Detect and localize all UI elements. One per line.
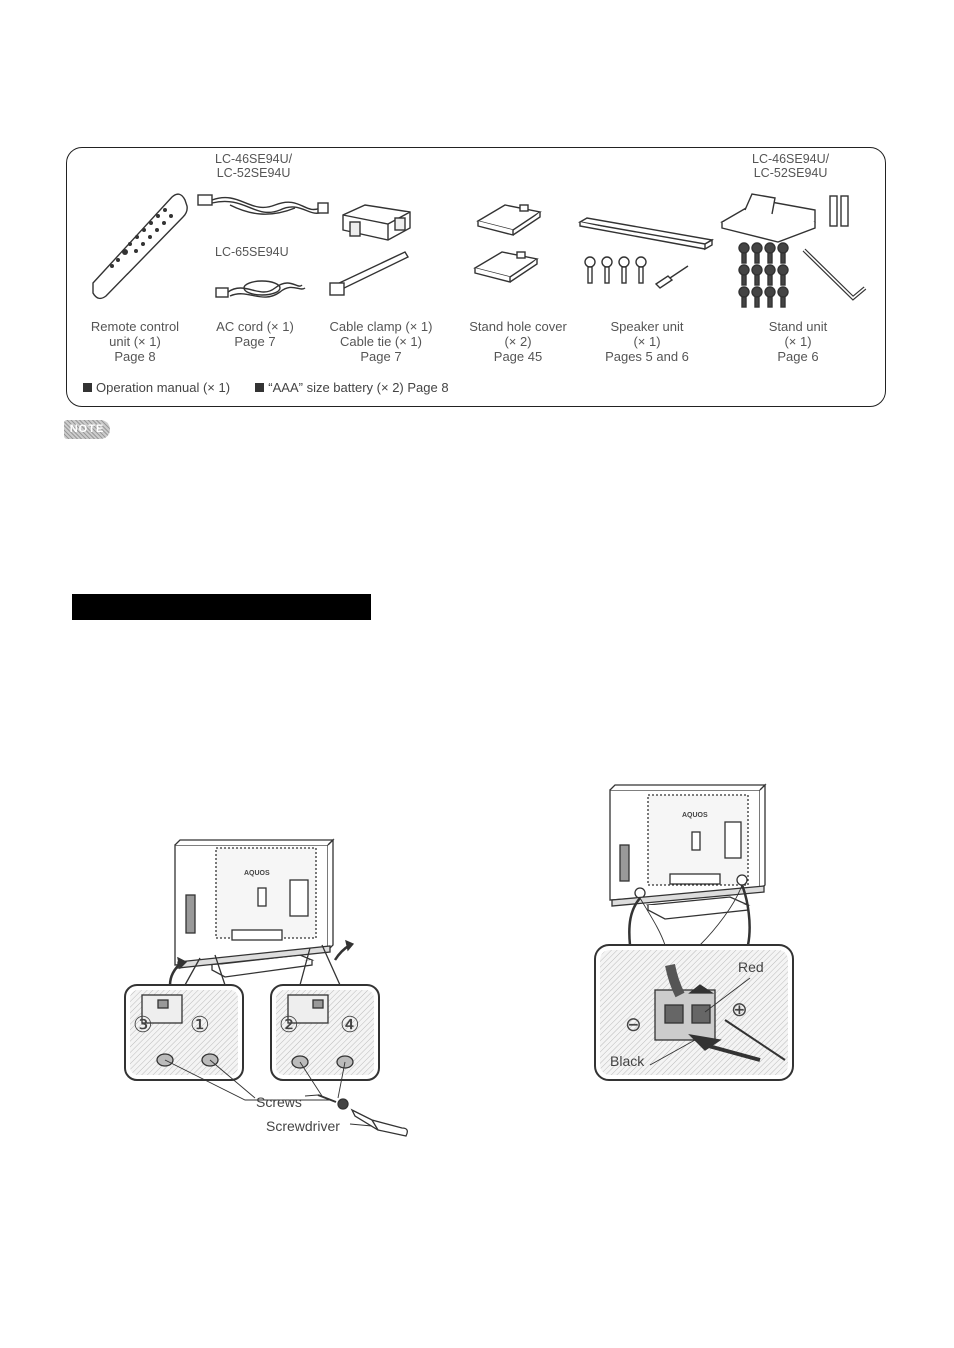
accessory-label-cable-clamp: Cable clamp (× 1) Cable tie (× 1) Page 7 [329, 319, 433, 364]
accessory-label-stand-unit: Stand unit (× 1) Page 6 [768, 319, 828, 364]
ac-cord-icon [215, 280, 306, 298]
section-heading-bar [72, 594, 371, 620]
screwdriver-label: Screwdriver [266, 1118, 340, 1134]
cable-clamp-icon [342, 204, 411, 241]
step-number-2: ② [279, 1012, 299, 1037]
ac-cord-icon [197, 194, 329, 215]
cable-tie-icon [329, 251, 409, 296]
minus-terminal-icon: ⊖ [625, 1014, 642, 1036]
step-number-1: ① [190, 1012, 210, 1037]
model-label-right: LC-46SE94U/ LC-52SE94U [752, 152, 830, 180]
brand-logo-left: AQUOS [244, 870, 270, 877]
accessory-label-speaker-unit: Speaker unit (× 1) Pages 5 and 6 [605, 319, 689, 364]
stand-unit-icon [720, 193, 849, 243]
note-badge: NOTE [64, 420, 110, 439]
accessory-label-ac-cord: AC cord (× 1) Page 7 [216, 319, 294, 349]
step-number-4: ④ [340, 1012, 360, 1037]
remote-control-icon [92, 193, 188, 300]
model-label-left: LC-46SE94U/ LC-52SE94U [215, 152, 293, 180]
bullet-square-icon [83, 383, 92, 392]
plus-terminal-icon: ⊕ [731, 999, 748, 1021]
bullet-square-icon [255, 383, 265, 392]
step-number-3: ③ [133, 1012, 153, 1037]
accessories-box [66, 147, 886, 407]
screws-icon [738, 242, 789, 308]
stand-hole-cover-icon [473, 251, 539, 283]
accessory-label-stand-hole-cover: Stand hole cover (× 2) Page 45 [469, 319, 567, 364]
black-label: Black [610, 1053, 645, 1069]
accessory-label-remote: Remote control unit (× 1) Page 8 [90, 319, 180, 364]
stand-hole-cover-icon [476, 204, 542, 236]
model-label-65: LC-65SE94U [215, 245, 289, 259]
brand-logo-right: AQUOS [682, 812, 708, 819]
red-label: Red [738, 959, 764, 975]
accessory-footer: Operation manual (× 1) “AAA” size batter… [83, 380, 449, 395]
screws-icon [584, 256, 647, 284]
screws-label: Screws [256, 1094, 302, 1110]
screwdriver-icon [654, 265, 689, 289]
speaker-unit-icon [577, 217, 715, 251]
